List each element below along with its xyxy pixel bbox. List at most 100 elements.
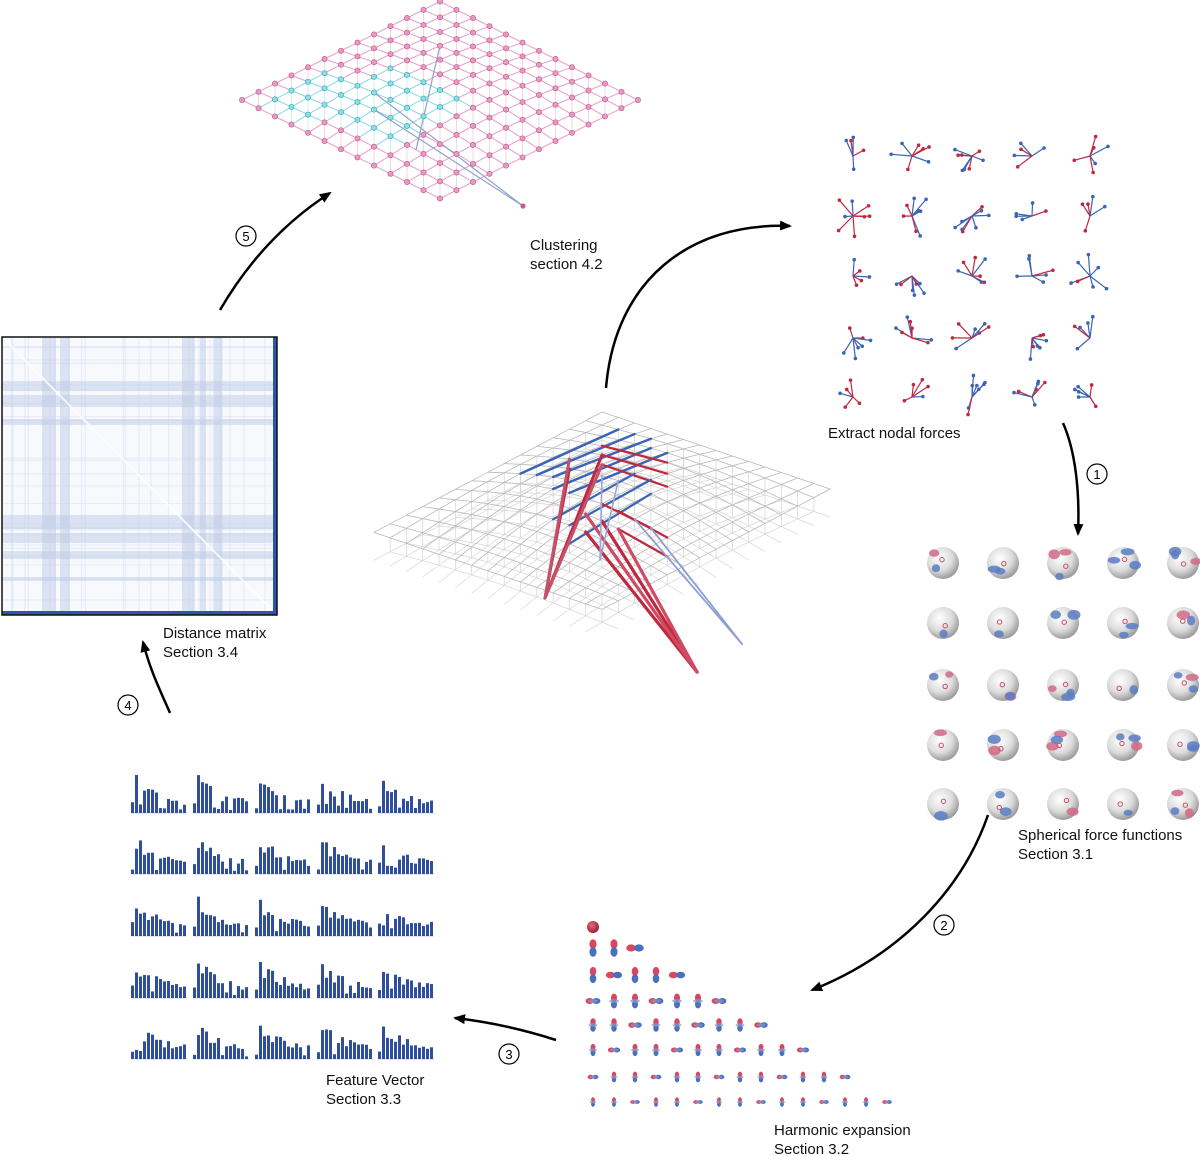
frame-member: [390, 538, 406, 544]
sphere-lobe: [1108, 557, 1121, 564]
force-tip: [909, 320, 913, 324]
mesh-node: [421, 80, 426, 85]
mesh-node: [503, 163, 508, 168]
force-tip: [980, 280, 984, 284]
feature-bar: [131, 802, 134, 813]
feature-bar: [287, 856, 290, 874]
force-tip: [1076, 280, 1080, 284]
harmonic-ring: [695, 1101, 701, 1103]
force-tip: [1014, 212, 1018, 216]
frame-member: [765, 484, 781, 491]
force-tip: [1083, 229, 1087, 233]
mesh-node: [487, 52, 492, 57]
frame-member: [732, 505, 748, 514]
force-tip: [961, 230, 965, 234]
mesh-node: [371, 46, 376, 51]
harmonic-ring: [821, 1101, 827, 1103]
sphere-lobe: [1189, 685, 1198, 692]
force-tip: [900, 142, 904, 146]
force-tip: [860, 279, 864, 283]
mesh-node: [503, 32, 508, 37]
sphere-lobe: [1129, 685, 1138, 694]
frame-member: [406, 528, 422, 532]
feature-bar: [430, 984, 433, 998]
feature-bar: [279, 985, 282, 998]
feature-bar: [349, 795, 352, 813]
mesh-node: [487, 24, 492, 29]
feature-bar: [155, 1040, 158, 1059]
force-vector: [853, 260, 854, 276]
feature-bar: [139, 976, 142, 998]
frame-member: [537, 527, 553, 531]
force-vector: [853, 150, 864, 156]
harmonic-ring: [631, 1023, 640, 1027]
frame-member: [406, 561, 422, 572]
force-sphere: [987, 547, 1019, 579]
frame-member: [455, 547, 471, 560]
mesh-node: [338, 128, 343, 133]
frame-member: [455, 489, 471, 490]
frame-member: [504, 585, 520, 591]
force-tip: [851, 136, 855, 140]
frame-member: [716, 496, 732, 505]
force-tip: [895, 282, 899, 286]
feature-bar: [139, 1051, 142, 1059]
force-tip: [1043, 381, 1047, 385]
feature-bar: [213, 808, 216, 813]
matrix-stripe: [2, 529, 277, 530]
force-vector: [1078, 263, 1090, 276]
force-tip: [918, 234, 922, 238]
mesh-node: [536, 128, 541, 133]
frame-member: [749, 498, 765, 506]
mesh-node: [437, 15, 442, 20]
harmonic-ring: [716, 1101, 722, 1103]
feature-bar: [167, 857, 170, 874]
frame-member: [537, 550, 553, 556]
force-tip: [1091, 195, 1095, 199]
feature-bar: [402, 917, 405, 936]
harmonic-ring: [610, 1048, 618, 1051]
harmonic-ring: [799, 1076, 806, 1079]
sphere-lobe: [932, 564, 940, 572]
mesh-node: [454, 188, 459, 193]
feature-bar: [245, 1056, 248, 1059]
frame-member: [439, 509, 455, 512]
frame-member: [472, 482, 488, 491]
frame-member: [472, 492, 488, 502]
feature-bar: [369, 1049, 372, 1059]
feature-bar: [159, 979, 162, 998]
feature-bar: [237, 923, 240, 936]
force-tip: [987, 214, 991, 218]
mesh-node: [470, 179, 475, 184]
mesh-node: [305, 130, 310, 135]
feature-bar: [337, 1043, 340, 1059]
force-tip: [967, 167, 971, 171]
feature-bar: [167, 921, 170, 936]
feature-bar: [321, 842, 324, 874]
feature-bar: [255, 866, 258, 874]
feature-bar: [179, 861, 182, 874]
step-number-5: 5: [242, 229, 249, 244]
mesh-node: [470, 88, 475, 93]
force-vector: [1085, 216, 1090, 231]
feature-bar: [229, 981, 232, 998]
force-tip: [1076, 385, 1080, 389]
mesh-node: [404, 44, 409, 49]
matrix-stripe: [2, 523, 277, 524]
force-tip: [1029, 357, 1033, 361]
frame-member: [781, 499, 797, 507]
feature-bar: [131, 986, 134, 998]
frame-member: [537, 446, 553, 448]
frame-member: [684, 468, 700, 475]
feature-bar: [275, 1036, 278, 1059]
frame-member: [716, 505, 732, 512]
feature-bar: [406, 801, 409, 813]
force-tip: [869, 339, 873, 343]
force-tip: [1081, 202, 1085, 206]
frame-member: [602, 622, 618, 629]
mesh-node: [305, 65, 310, 70]
frame-member: [423, 565, 439, 577]
feature-bar: [225, 869, 228, 874]
frame-member: [488, 522, 504, 534]
frame-member: [749, 478, 765, 484]
